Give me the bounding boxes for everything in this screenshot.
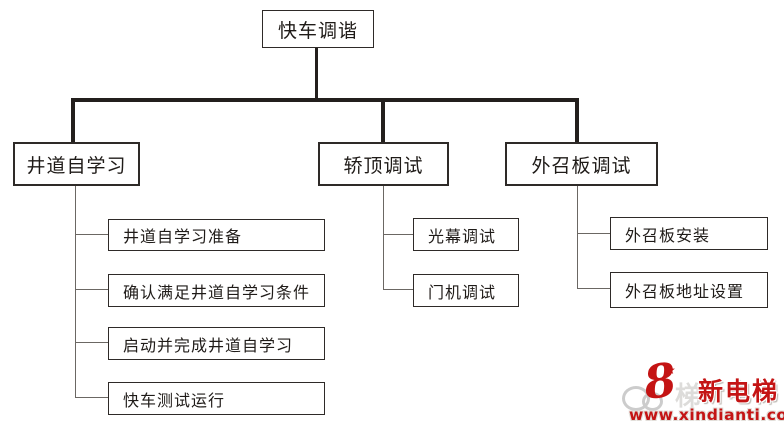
star-icon: ★	[665, 363, 676, 377]
leaf-callboard-address-setting: 外召板地址设置	[610, 272, 768, 308]
leaf-label: 井道自学习准备	[123, 227, 243, 246]
connector-stub-middle-1	[383, 234, 414, 235]
leaf-label: 启动并完成井道自学习	[123, 335, 294, 355]
leaf-label: 确认满足井道自学习条件	[123, 282, 311, 302]
node-branch-callboard-debug: 外召板调试	[505, 142, 658, 186]
node-root: 快车调谐	[262, 10, 374, 48]
leaf-hoistway-confirm-conditions: 确认满足井道自学习条件	[108, 274, 325, 307]
leaf-label: 外召板安装	[625, 225, 711, 245]
connector-drop-middle	[381, 98, 385, 144]
node-branch-label: 轿顶调试	[343, 154, 424, 177]
node-root-label: 快车调谐	[277, 19, 358, 42]
connector-stub-left-2	[75, 289, 109, 290]
connector-stub-left-1	[75, 234, 109, 235]
connector-stub-right-1	[577, 233, 611, 234]
leaf-label: 光幕调试	[428, 226, 497, 246]
leaf-label: 门机调试	[428, 282, 497, 302]
node-branch-cartop-debug: 轿顶调试	[318, 142, 449, 186]
node-branch-hoistway-learning: 井道自学习	[13, 142, 140, 186]
brand-url: www.xindianti.com	[629, 406, 784, 424]
ghost-character: 梯	[675, 382, 702, 412]
connector-root-stem	[315, 48, 318, 99]
leaf-label: 外召板地址设置	[625, 282, 745, 301]
brand-name: 新电梯	[698, 377, 780, 406]
connector-spine-left	[75, 186, 76, 398]
connector-stub-left-3	[75, 342, 109, 343]
connector-stub-left-4	[75, 397, 109, 398]
connector-spine-right	[577, 186, 578, 289]
connector-stub-middle-2	[383, 289, 414, 290]
leaf-door-machine-debug: 门机调试	[413, 274, 519, 307]
connector-trunk-horizontal	[71, 98, 579, 102]
ghost-bubble-small-icon	[642, 392, 663, 411]
node-branch-label: 外召板调试	[531, 154, 632, 177]
leaf-label: 快车测试运行	[123, 390, 226, 410]
connector-drop-right	[575, 98, 579, 144]
leaf-light-curtain-debug: 光幕调试	[413, 218, 519, 251]
connector-spine-middle	[383, 186, 384, 290]
connector-drop-left	[71, 98, 75, 144]
connector-stub-right-2	[577, 288, 611, 289]
leaf-callboard-install: 外召板安装	[610, 217, 768, 250]
node-branch-label: 井道自学习	[26, 154, 127, 177]
leaf-fastcar-test-run: 快车测试运行	[108, 382, 325, 415]
leaf-hoistway-prepare: 井道自学习准备	[108, 219, 325, 251]
xindianti-watermark: 梯 8 ★ 新电梯 www.xindianti.com	[618, 352, 784, 428]
leaf-hoistway-start-complete: 启动并完成井道自学习	[108, 327, 325, 360]
